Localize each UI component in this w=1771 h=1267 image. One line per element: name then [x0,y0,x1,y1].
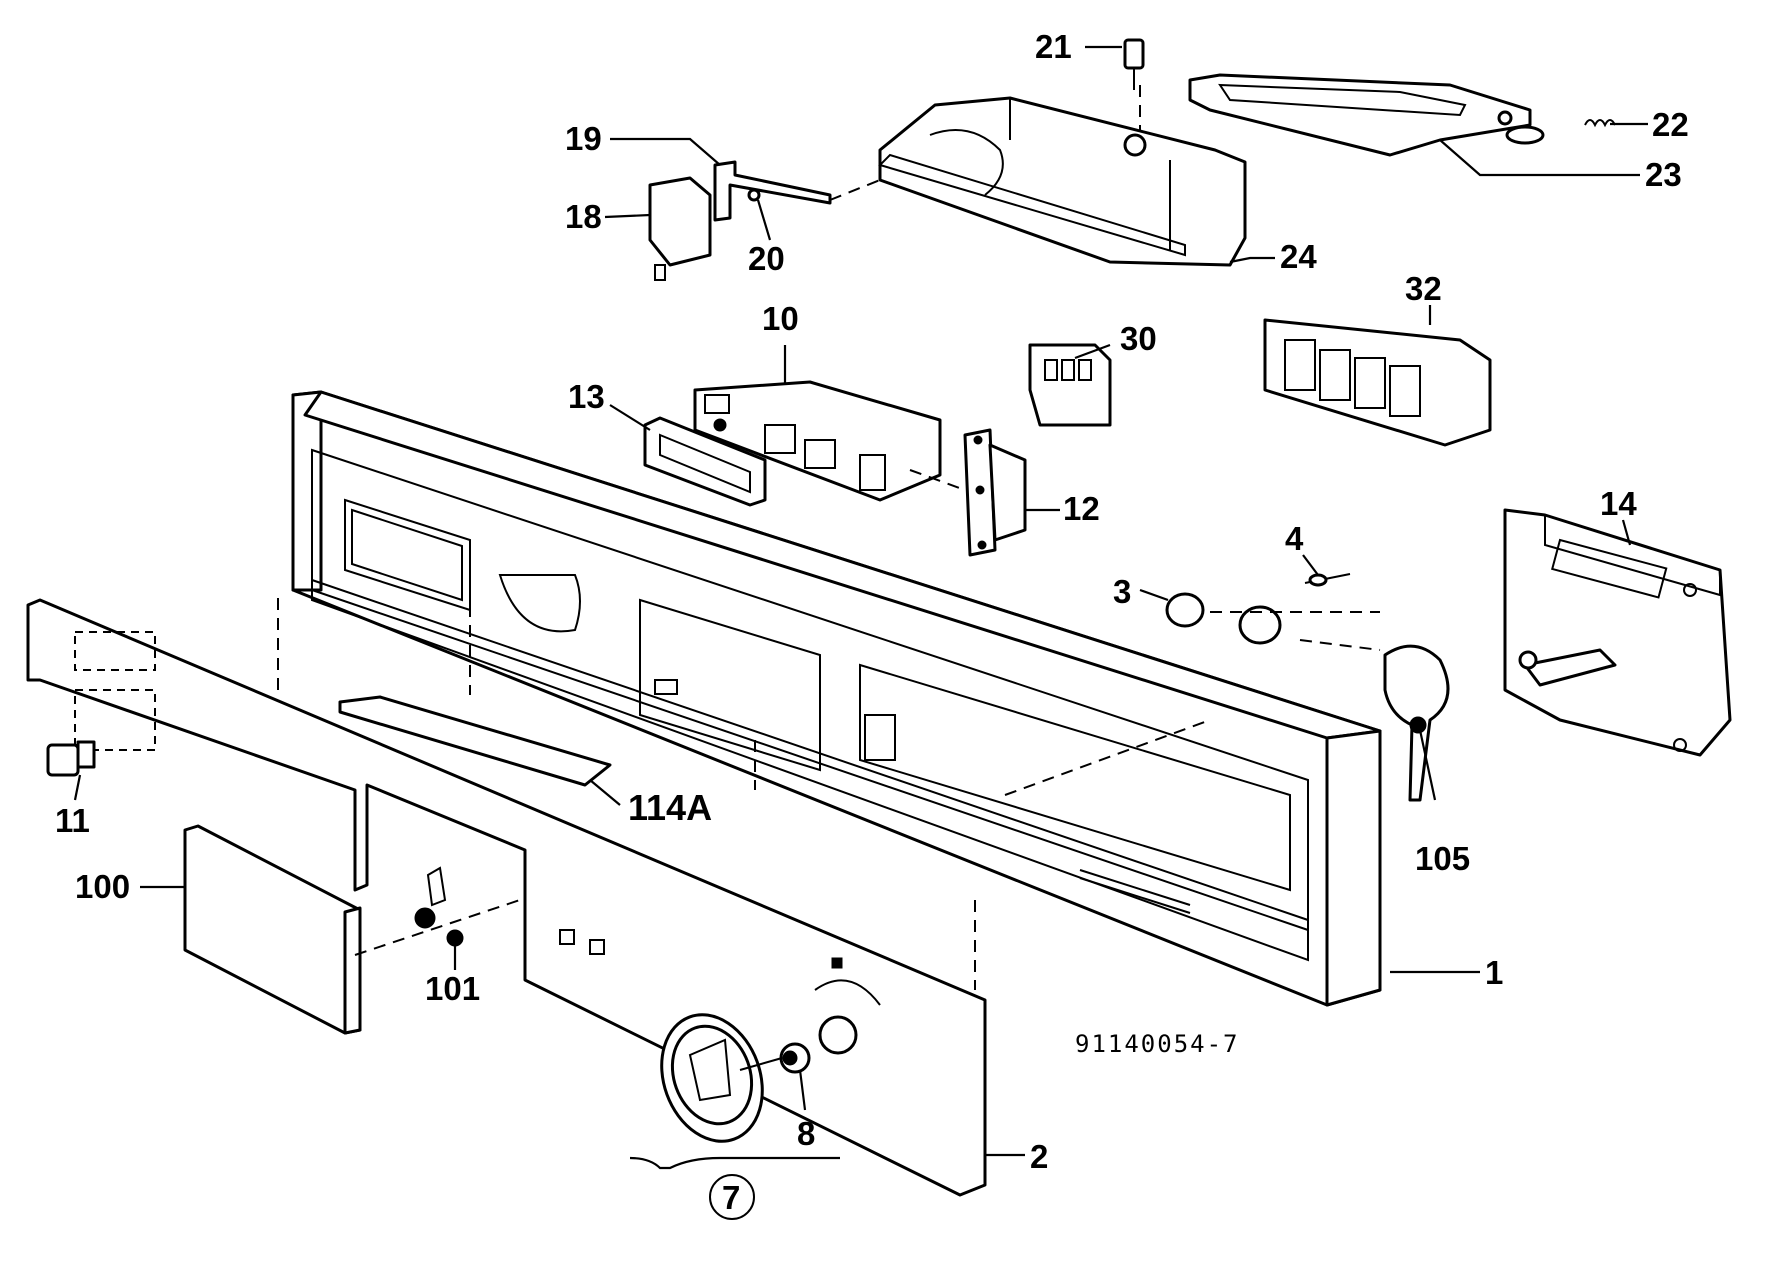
callout-22: 22 [1652,106,1689,143]
screw-21 [1123,38,1145,90]
callout-1: 1 [1485,954,1503,991]
callout-13: 13 [568,378,605,415]
clip-11 [46,740,96,777]
drawing-number: 91140054-7 [1075,1030,1240,1058]
callout-7-circle [709,1174,755,1220]
callout-14: 14 [1600,485,1637,522]
callout-21: 21 [1035,28,1072,65]
callout-11: 11 [55,802,90,839]
callout-7: 7 [722,1179,740,1216]
callout-3: 3 [1113,573,1131,610]
callout-101: 101 [425,970,480,1007]
spring-22 [1584,119,1616,128]
cover-24 [878,96,1247,267]
strip-lens-114a [338,695,612,787]
callout-105: 105 [1415,840,1470,877]
callout-32: 32 [1405,270,1442,307]
callout-30: 30 [1120,320,1157,357]
callout-114A: 114A [628,787,712,828]
knob-assembly [660,1013,811,1143]
switch-block-10 [693,380,942,502]
assembly-lines [277,85,1381,990]
callout-100: 100 [75,868,130,905]
wire-4 [1304,573,1351,587]
flap-panel-100 [183,824,362,1035]
callout-8: 8 [797,1115,815,1152]
callout-20: 20 [748,240,785,277]
pin-101 [414,866,464,947]
connector-30 [1028,343,1112,427]
relay-18 [648,176,712,281]
callout-23: 23 [1645,156,1682,193]
callout-labels: 21 22 23 24 19 18 20 10 13 30 32 12 14 3… [55,28,1689,1220]
callout-18: 18 [565,198,602,235]
tray-23 [1188,73,1545,157]
callout-2: 2 [1030,1138,1048,1175]
callout-19: 19 [565,120,602,157]
callout-4: 4 [1285,520,1304,557]
programmer-14 [1503,508,1732,757]
bracket-12 [963,428,1027,557]
lamp-holder-3 [1165,592,1282,645]
callout-24: 24 [1280,238,1317,275]
washer-20 [747,188,761,202]
switch-lever-105 [1383,644,1450,802]
leader-lines [73,45,1648,1170]
callout-10: 10 [762,300,799,337]
switch-housing-32 [1263,318,1492,447]
bezel-13 [643,416,767,507]
rod-19 [713,160,832,222]
callout-12: 12 [1063,490,1100,527]
control-panel-housing [291,390,1382,1007]
